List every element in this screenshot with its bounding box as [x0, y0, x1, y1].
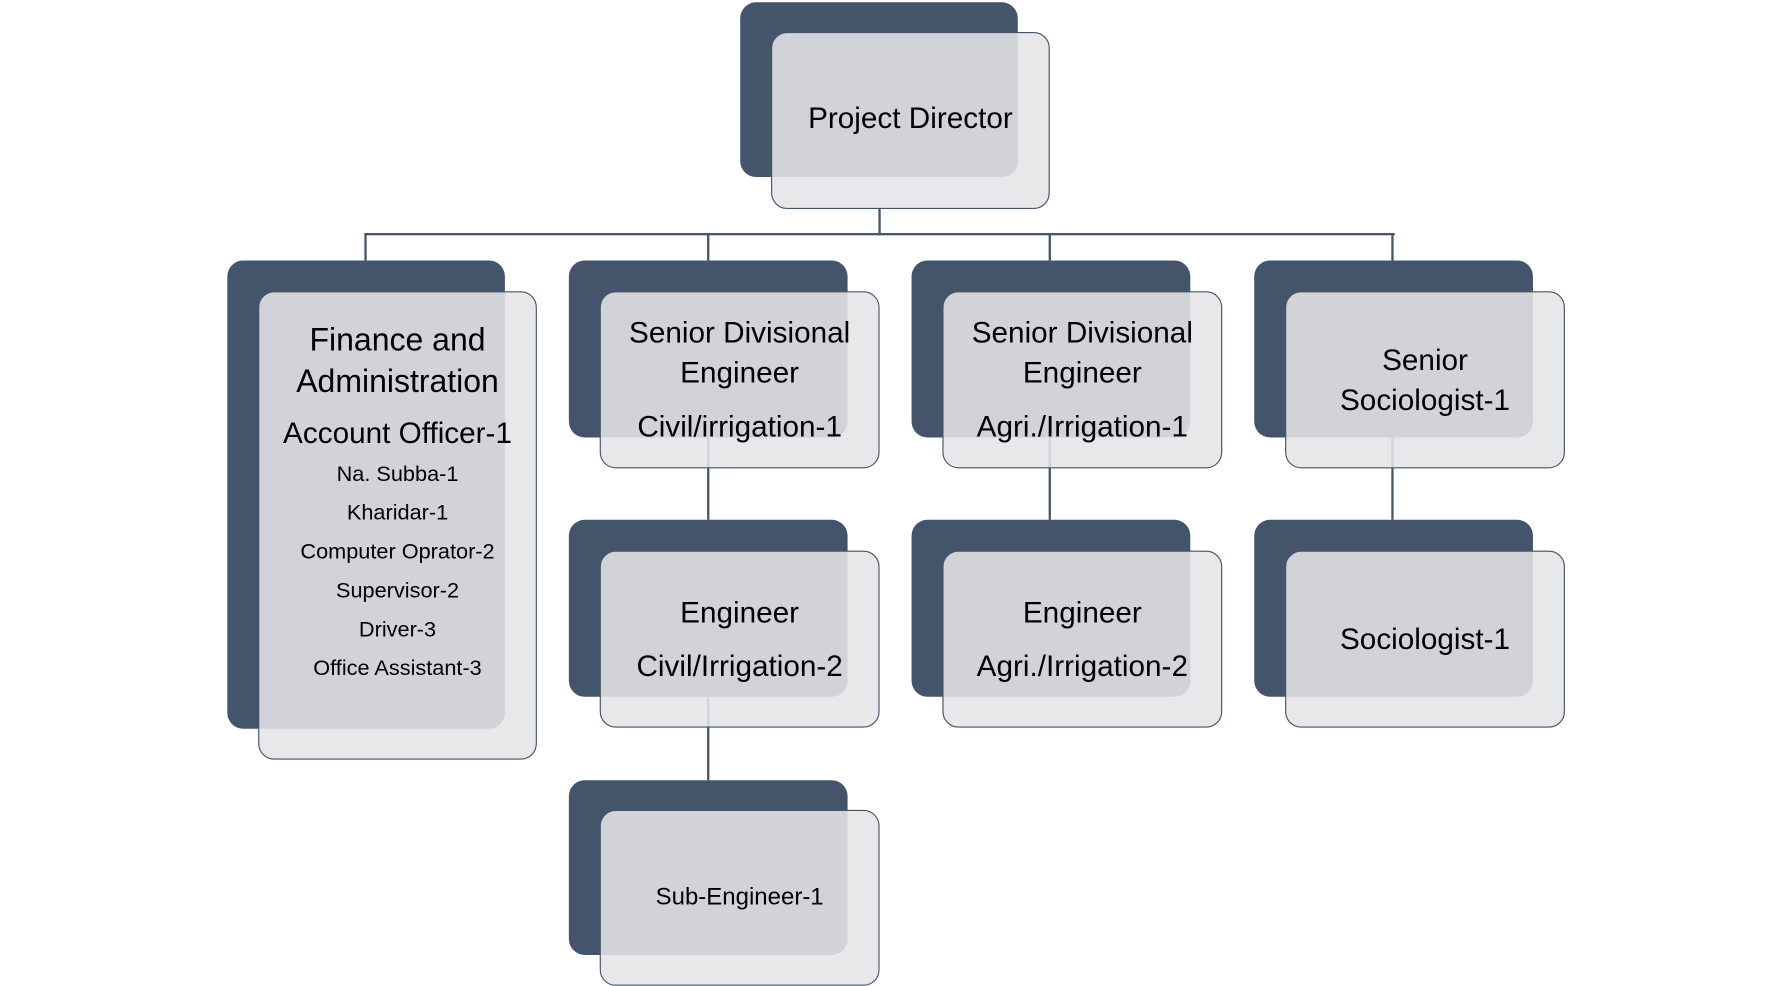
node-sociologist: Sociologist-1 [1285, 550, 1565, 728]
node-project-director: Project Director [771, 31, 1050, 210]
connector [364, 233, 1395, 236]
node-sde-civil: Senior Divisional Engineer Civil/irrigat… [599, 291, 880, 469]
node-subtitle: Account Officer-1 [283, 415, 512, 451]
node-title: Engineer [680, 594, 800, 629]
node-engineer-civil: Engineer Civil/Irrigation-2 [599, 550, 880, 728]
node-title: Engineer [1022, 355, 1142, 390]
node-title: Administration [296, 363, 499, 399]
node-finance-administration: Finance and Administration Account Offic… [258, 291, 537, 760]
node-subtitle: Agri./Irrigation-1 [976, 408, 1188, 444]
connector [878, 209, 881, 236]
node-title: Engineer [680, 355, 800, 390]
node-engineer-agri: Engineer Agri./Irrigation-2 [942, 550, 1223, 728]
staff-item: Kharidar-1 [346, 501, 449, 526]
node-title: Sociologist-1 [1339, 382, 1511, 417]
node-senior-sociologist: Senior Sociologist-1 [1285, 291, 1565, 469]
node-subtitle: Agri./Irrigation-2 [976, 648, 1188, 683]
staff-item: Driver-3 [358, 617, 437, 642]
node-title: Sub-Engineer-1 [655, 884, 824, 911]
node-title: Senior Divisional [971, 315, 1193, 350]
node-title: Sociologist-1 [1339, 621, 1511, 656]
connector [1391, 233, 1394, 261]
node-title: Senior Divisional [629, 315, 851, 350]
node-title: Engineer [1022, 594, 1142, 629]
staff-item: Na. Subba-1 [336, 462, 459, 487]
node-title: Finance and [309, 322, 486, 358]
node-subtitle: Civil/irrigation-1 [637, 408, 842, 444]
node-sde-agri: Senior Divisional Engineer Agri./Irrigat… [942, 291, 1223, 469]
connector [707, 437, 710, 520]
connector [1048, 437, 1051, 520]
node-sub-engineer: Sub-Engineer-1 [599, 809, 880, 986]
node-title: Senior [1382, 342, 1468, 377]
staff-item: Computer Oprator-2 [300, 540, 495, 565]
connector [1391, 437, 1394, 520]
node-subtitle: Civil/Irrigation-2 [636, 648, 843, 683]
connector [364, 233, 367, 261]
connector [707, 233, 710, 261]
staff-item: Supervisor-2 [335, 579, 460, 604]
connector [1048, 233, 1051, 261]
node-title: Project Director [808, 100, 1013, 135]
connector [707, 696, 710, 781]
staff-item: Office Assistant-3 [313, 656, 482, 681]
